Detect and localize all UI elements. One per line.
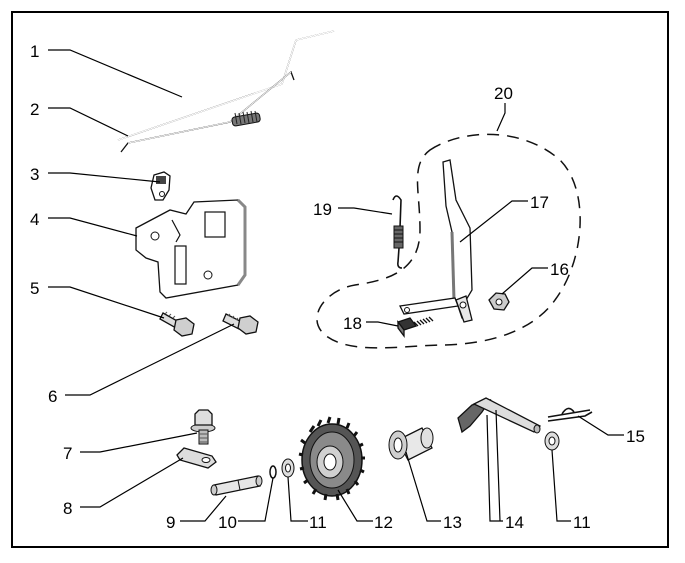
callout-9: 9 bbox=[166, 513, 175, 532]
part-16-nut bbox=[488, 292, 510, 311]
leader-lines bbox=[48, 49, 624, 522]
callout-13: 13 bbox=[443, 513, 462, 532]
part-9-pin bbox=[210, 475, 263, 496]
callout-11-right: 11 bbox=[573, 513, 591, 532]
part-17-arm bbox=[399, 159, 473, 323]
callout-20: 20 bbox=[494, 84, 513, 103]
callout-15: 15 bbox=[626, 427, 645, 446]
part-15-hairpin-clip bbox=[547, 407, 593, 422]
callout-labels: 1 2 3 4 5 6 7 8 9 10 11 11 12 13 14 15 1… bbox=[30, 42, 645, 532]
part-11-washer-left bbox=[281, 458, 295, 478]
callout-6: 6 bbox=[48, 387, 57, 406]
callout-1: 1 bbox=[30, 42, 39, 61]
part-4-plate bbox=[135, 198, 247, 299]
part-19-spring bbox=[392, 195, 404, 269]
part-14-pedal-lever bbox=[457, 397, 542, 434]
part-1-rod bbox=[117, 30, 335, 141]
callout-12: 12 bbox=[374, 513, 393, 532]
callout-17: 17 bbox=[530, 193, 549, 212]
part-12-toothed-hub bbox=[298, 416, 365, 501]
callout-5: 5 bbox=[30, 279, 39, 298]
callout-11-left: 11 bbox=[309, 513, 327, 532]
part-7-flange-bolt bbox=[190, 409, 216, 445]
part-18-block bbox=[396, 316, 434, 338]
callout-4: 4 bbox=[30, 210, 39, 229]
callout-8: 8 bbox=[63, 499, 72, 518]
callout-19: 19 bbox=[313, 200, 332, 219]
part-2-rod-with-spring bbox=[120, 70, 295, 153]
callout-3: 3 bbox=[30, 165, 39, 184]
part-6-bolt bbox=[222, 313, 259, 335]
part-3-clip bbox=[150, 171, 171, 201]
callout-14: 14 bbox=[505, 513, 524, 532]
callout-10: 10 bbox=[218, 513, 237, 532]
callout-18: 18 bbox=[343, 314, 362, 333]
callout-7: 7 bbox=[63, 444, 72, 463]
callout-2: 2 bbox=[30, 100, 39, 119]
part-11-washer-right bbox=[544, 431, 560, 451]
spring-coil bbox=[231, 110, 261, 127]
callout-16: 16 bbox=[550, 260, 569, 279]
part-20-assembly-outline bbox=[316, 133, 581, 349]
